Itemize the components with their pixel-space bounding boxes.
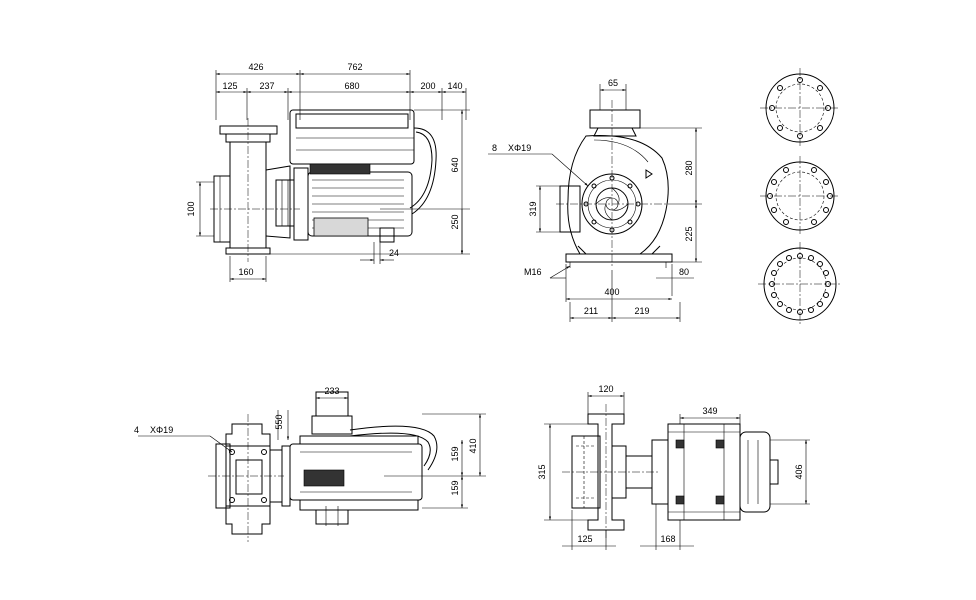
top-holes-count: 4: [134, 425, 139, 435]
side-thread: M16: [524, 267, 542, 277]
dim-319: 319: [528, 201, 538, 216]
top-pump-casing: [208, 414, 291, 542]
top-holes-spec: XΦ19: [150, 425, 173, 435]
dim-349: 349: [702, 406, 717, 416]
flange-12-hole-mid: [760, 156, 840, 236]
dim-140: 140: [447, 81, 462, 91]
dim-200: 200: [420, 81, 435, 91]
bottom-pump-casing: [562, 404, 660, 540]
dim-280: 280: [684, 160, 694, 175]
dim-160: 160: [238, 267, 253, 277]
bottom-dimensions: 120 349 315 406 125 168: [537, 384, 810, 550]
dim-410: 410: [468, 438, 478, 453]
front-motor: [289, 109, 437, 243]
side-view: 65 8 XΦ19 319 280 225 M16 80: [488, 78, 702, 322]
dim-225: 225: [684, 226, 694, 241]
top-view: 233 550 4 XΦ19 410 159 159: [134, 386, 486, 542]
dim-406: 406: [794, 464, 804, 479]
top-motor: [289, 391, 438, 526]
front-pump-casing: [210, 118, 300, 262]
dim-125: 125: [222, 81, 237, 91]
dim-168: 168: [660, 534, 675, 544]
dim-237: 237: [259, 81, 274, 91]
dim-80: 80: [679, 267, 689, 277]
side-holes-count: 8: [492, 143, 497, 153]
dim-65: 65: [608, 78, 618, 88]
side-dimensions: 65 8 XΦ19 319 280 225 M16 80: [488, 78, 702, 322]
bottom-motor: [651, 423, 779, 521]
dim-250: 250: [450, 214, 460, 229]
dim-159-upper: 159: [450, 446, 460, 461]
front-view: 426 762 125 237 680 200 140 640 250 100 …: [186, 62, 470, 282]
dim-640: 640: [450, 157, 460, 172]
bottom-view: 120 349 315 406 125 168: [537, 384, 810, 550]
side-pump-volute: [556, 100, 676, 268]
dim-211: 211: [584, 306, 598, 316]
dim-120: 120: [598, 384, 613, 394]
flange-16-hole-bottom: [758, 242, 842, 326]
dim-233: 233: [324, 386, 339, 396]
dim-550: 550: [274, 414, 284, 429]
dim-125-bottom: 125: [577, 534, 592, 544]
side-holes-spec: XΦ19: [508, 143, 531, 153]
dim-762: 762: [347, 62, 362, 72]
dim-680: 680: [344, 81, 359, 91]
flange-8-hole-top: [760, 68, 840, 148]
dim-426: 426: [248, 62, 263, 72]
top-dimensions: 233 550 4 XΦ19 410 159 159: [134, 386, 486, 509]
dim-315: 315: [537, 464, 547, 479]
front-dimensions: 426 762 125 237 680 200 140 640 250 100 …: [186, 62, 470, 282]
flange-details: [758, 68, 842, 326]
dim-100: 100: [186, 201, 196, 216]
dim-159-lower: 159: [450, 480, 460, 495]
dim-219: 219: [634, 306, 649, 316]
dim-24: 24: [389, 248, 399, 258]
